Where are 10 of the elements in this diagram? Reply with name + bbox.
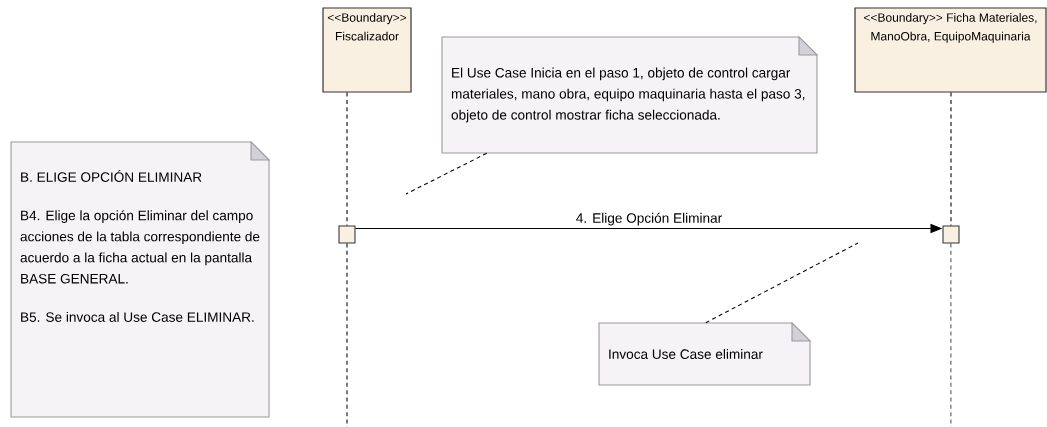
edge-label: 4. Elige Opción Eliminar [574,211,724,227]
lifeline [346,92,348,226]
lifeline-head-box: <<Boundary>> Fiscalizador [322,7,412,93]
lifeline-head-box: <<Boundary>> Ficha Materiales, ManoObra, EquipoMaquinaria [854,7,1047,93]
leader-line [705,242,859,324]
activation-box [338,225,356,244]
activation-box [942,225,960,244]
lifeline [950,92,952,226]
leader-line [405,152,488,195]
lifeline [346,243,348,427]
